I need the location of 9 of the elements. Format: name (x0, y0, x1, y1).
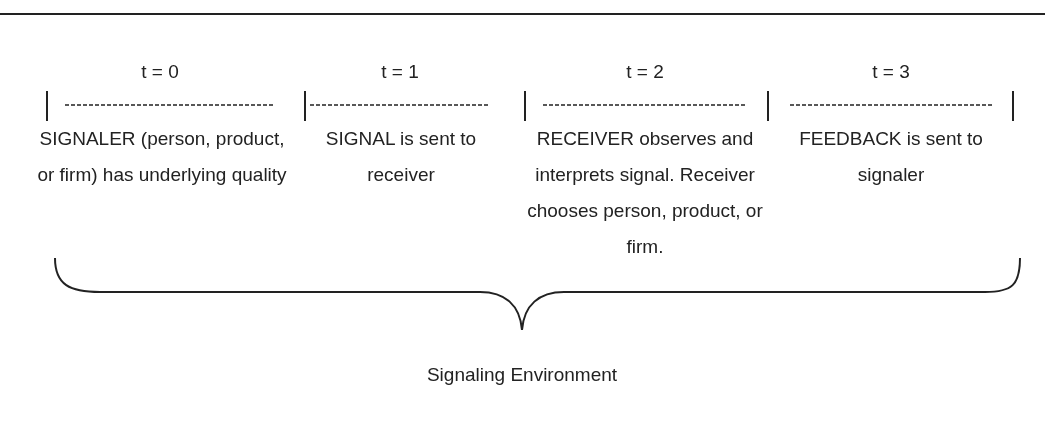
time-label: t = 2 (625, 60, 665, 84)
time-label: t = 1 (380, 60, 420, 84)
brace-label: Signaling Environment (425, 363, 619, 387)
step-description: SIGNALER (person, product, or firm) has underlying quality (36, 127, 288, 187)
time-label: t = 3 (871, 60, 911, 84)
step-description: FEEDBACK is sent to signaler (798, 127, 984, 187)
step-description: SIGNAL is sent to receiver (324, 127, 478, 187)
step-description: RECEIVER observes and interprets signal. Receiver chooses person, product, or firm. (526, 127, 764, 259)
time-label: t = 0 (140, 60, 180, 84)
